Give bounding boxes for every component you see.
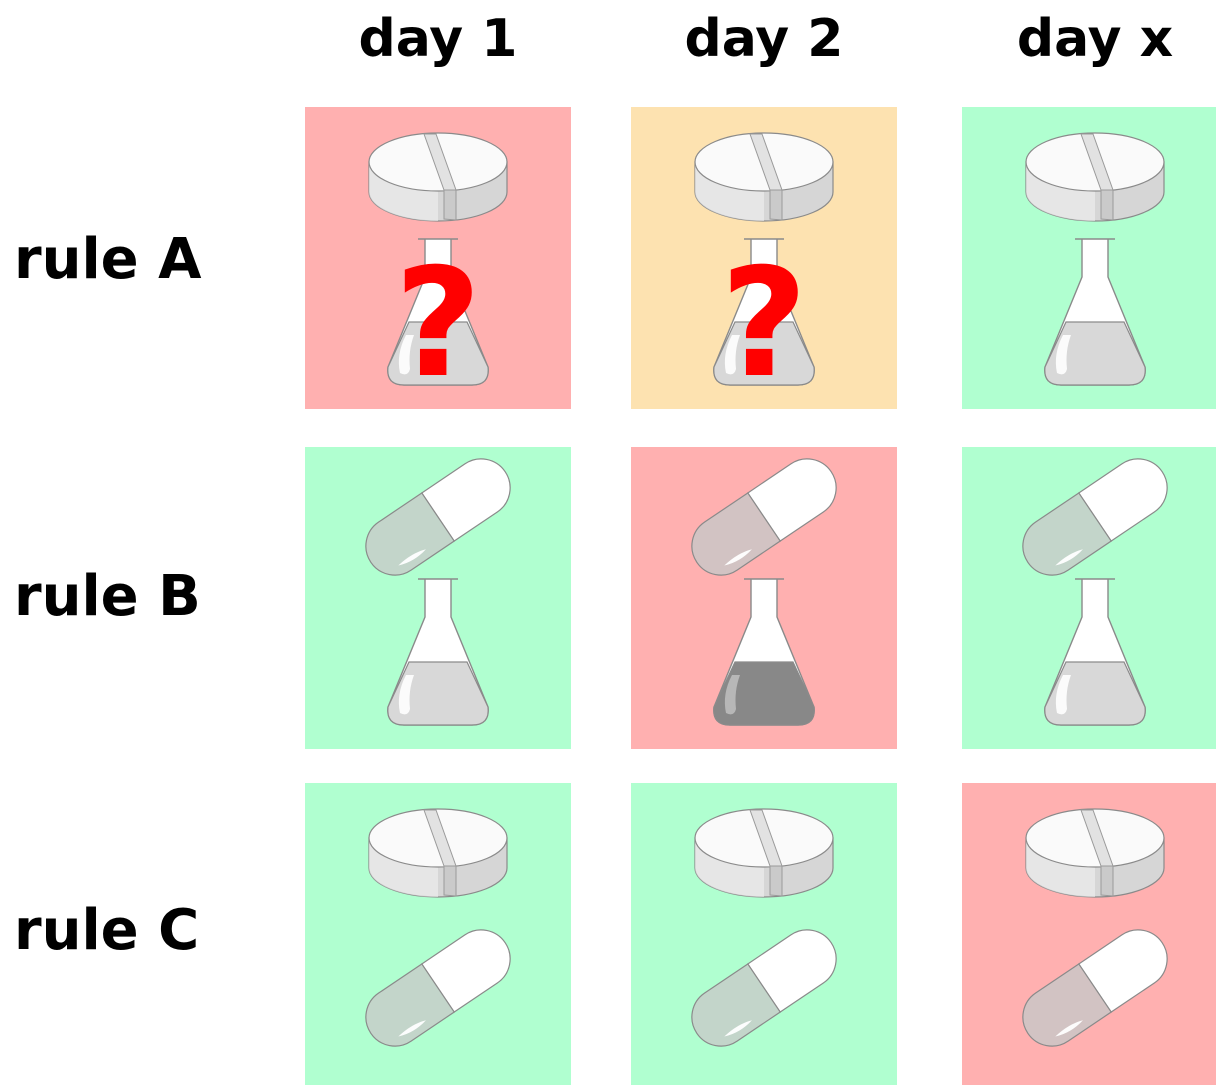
column-header-day-x: day x	[962, 4, 1216, 74]
tablet-icon	[695, 133, 833, 221]
column-header-day-2: day 2	[631, 4, 897, 74]
question-mark: ?	[394, 237, 481, 411]
cell-rule-a-day-1: ?	[305, 107, 571, 409]
tablet-icon	[369, 809, 507, 897]
question-mark: ?	[720, 237, 807, 411]
column-header-day-1: day 1	[305, 4, 571, 74]
tablet-icon	[1026, 809, 1164, 897]
tablet-icon	[1026, 133, 1164, 221]
cell-rule-c-day-1	[305, 783, 571, 1085]
row-label-rule-a: rule A	[14, 225, 202, 295]
cell-rule-b-day-x	[962, 447, 1216, 749]
row-label-rule-c: rule C	[14, 896, 199, 966]
cell-rule-b-day-1	[305, 447, 571, 749]
tablet-icon	[369, 133, 507, 221]
cell-rule-a-day-2: ?	[631, 107, 897, 409]
tablet-icon	[695, 809, 833, 897]
row-label-rule-b: rule B	[14, 562, 201, 632]
cell-rule-b-day-2	[631, 447, 897, 749]
cell-rule-c-day-x	[962, 783, 1216, 1085]
cell-rule-a-day-x	[962, 107, 1216, 409]
cell-rule-c-day-2	[631, 783, 897, 1085]
